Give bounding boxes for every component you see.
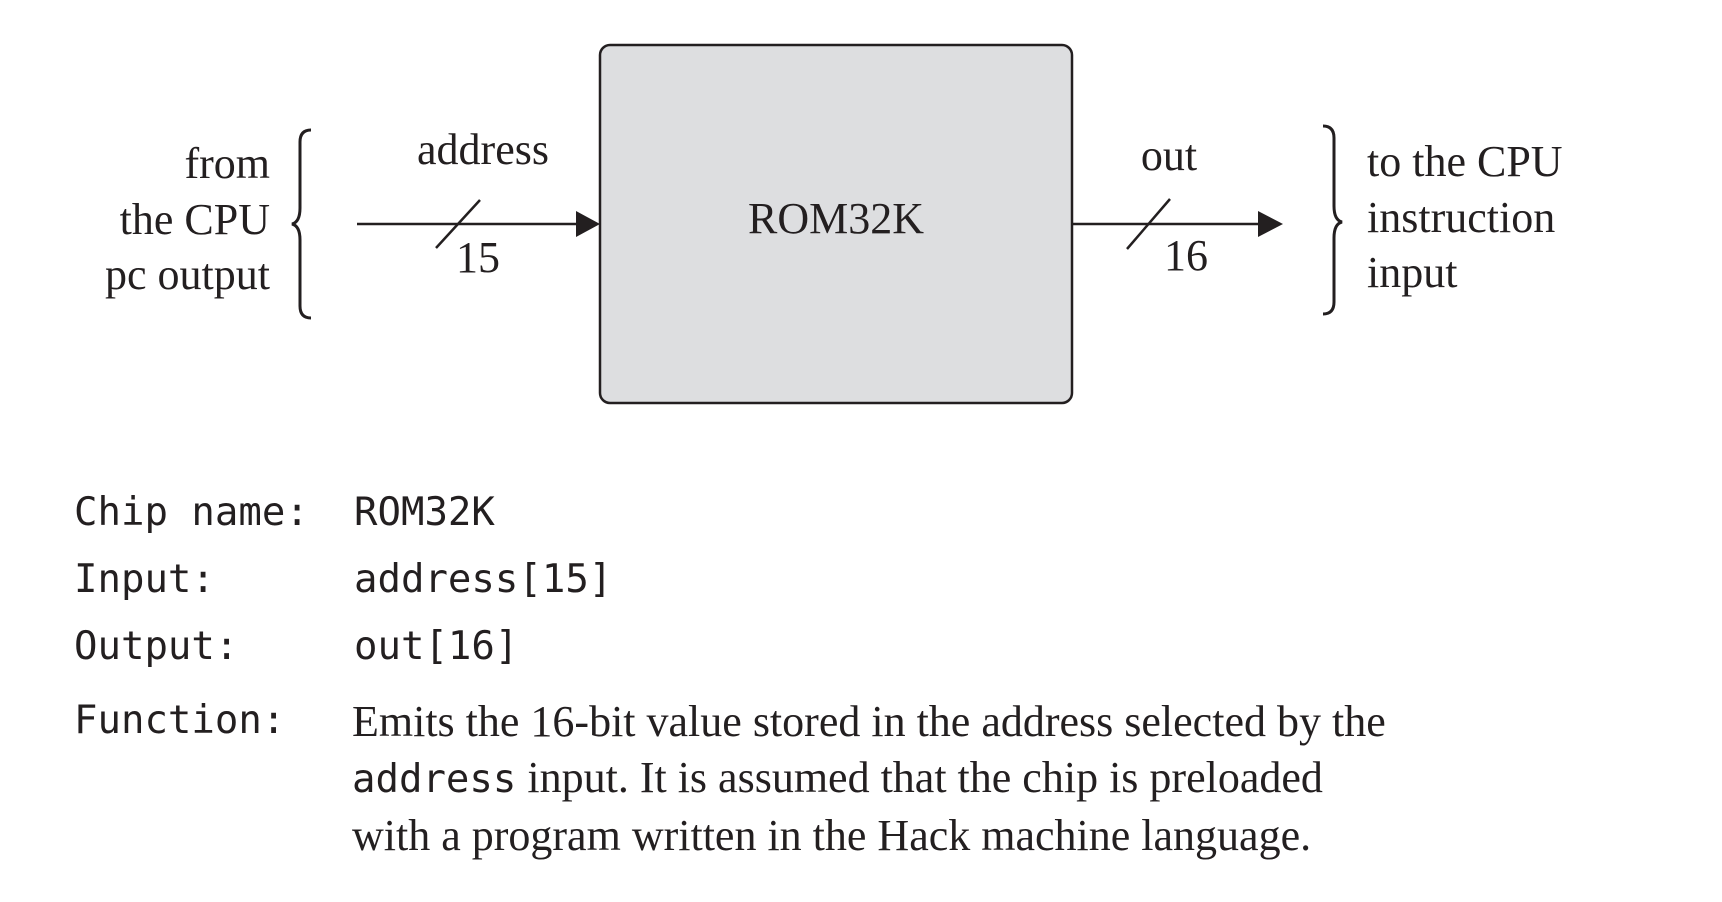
function-line-2-text: input. It is assumed that the chip is pr… bbox=[516, 753, 1323, 802]
left-note-line-2: the CPU bbox=[120, 195, 270, 244]
function-inline-code: address bbox=[352, 757, 517, 802]
output-bus-name: out bbox=[1141, 131, 1197, 180]
spec-key-function: Function: bbox=[74, 698, 286, 743]
right-note-line-2: instruction bbox=[1367, 193, 1555, 242]
function-line-3: with a program written in the Hack machi… bbox=[352, 811, 1312, 860]
spec-key-chip-name: Chip name: bbox=[74, 490, 309, 535]
spec-value-chip-name: ROM32K bbox=[354, 490, 495, 535]
right-note-line-3: input bbox=[1367, 248, 1457, 297]
spec-value-input: address[15] bbox=[354, 557, 613, 602]
left-note-line-1: from bbox=[184, 139, 270, 188]
right-brace bbox=[1322, 124, 1343, 316]
spec-key-output: Output: bbox=[74, 624, 239, 669]
function-line-2: address input. It is assumed that the ch… bbox=[352, 750, 1552, 808]
rom32k-diagram: ROM32K from the CPU pc output address 15… bbox=[105, 43, 1563, 405]
left-note-line-3: pc output bbox=[105, 250, 270, 299]
function-line-1: Emits the 16-bit value stored in the add… bbox=[352, 697, 1386, 746]
input-bus-name: address bbox=[417, 125, 549, 174]
left-brace bbox=[291, 128, 312, 320]
output-bus-slash bbox=[1126, 198, 1171, 250]
spec-value-output: out[16] bbox=[354, 624, 519, 669]
input-bus-width: 15 bbox=[456, 233, 500, 282]
input-bus-slash bbox=[435, 199, 481, 249]
output-bus-width: 16 bbox=[1164, 231, 1208, 280]
input-arrowhead bbox=[576, 211, 600, 237]
output-arrowhead bbox=[1258, 211, 1283, 237]
right-note-line-1: to the CPU bbox=[1367, 137, 1563, 186]
function-description: Emits the 16-bit value stored in the add… bbox=[352, 694, 1552, 864]
spec-key-input: Input: bbox=[74, 557, 215, 602]
chip-label: ROM32K bbox=[748, 194, 924, 243]
